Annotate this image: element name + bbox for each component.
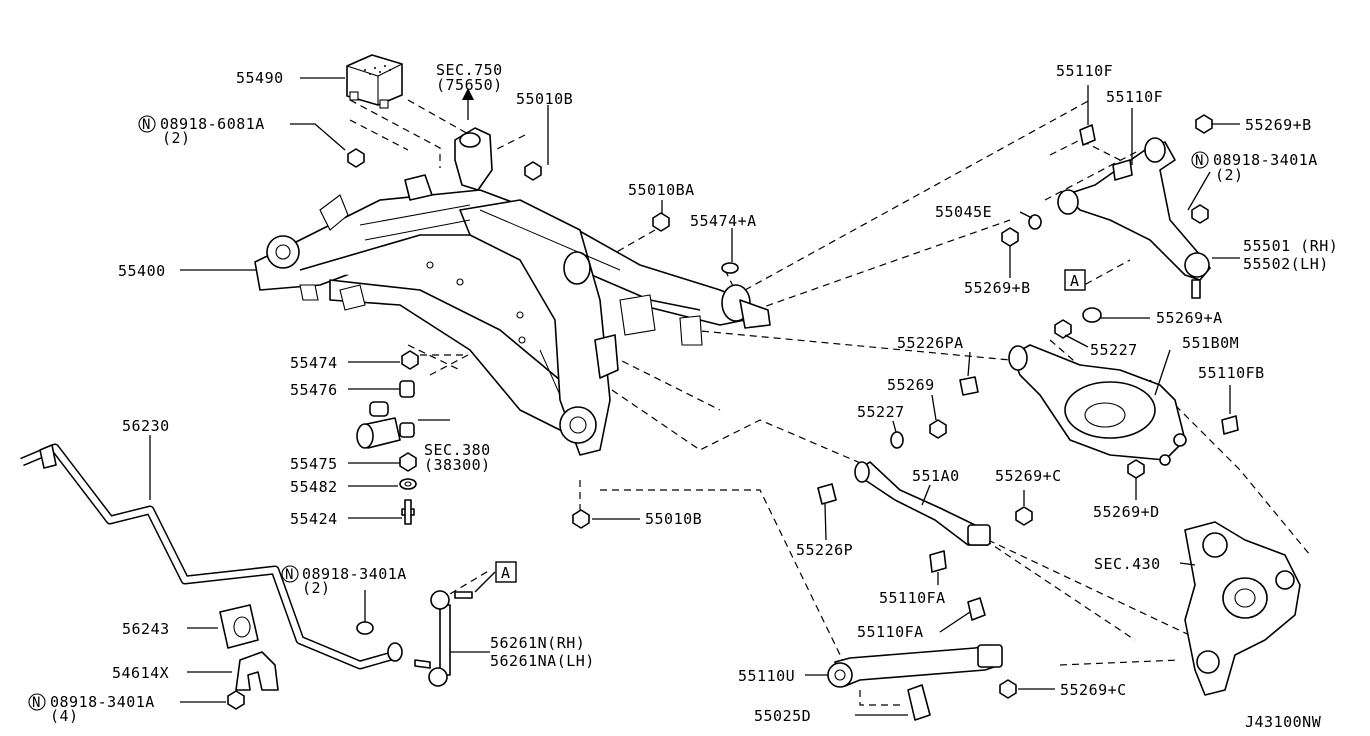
label-55400: 55400 [118,262,166,280]
ref-box-a-text: A [1070,272,1080,290]
label-55227-top: 55227 [1090,341,1138,359]
label-55475: 55475 [290,455,338,473]
label-55010b-bot: 55010B [645,510,702,528]
label-55474a: 55474+A [690,212,757,230]
n-marker-text: N [1195,153,1204,169]
label-55110f-1: 55110F [1056,62,1113,80]
lateral-link [817,461,1033,573]
label-55269c-bot: 55269+C [1060,681,1127,699]
label-56261n: 56261N(RH) [490,634,585,652]
label-55226pa: 55226PA [897,334,964,352]
label-55424: 55424 [290,510,338,528]
label-55502: 55502(LH) [1243,255,1329,273]
small-parts [227,54,739,710]
label-55476: 55476 [290,381,338,399]
label-08918-3401a-top: 08918-3401A [1213,151,1318,169]
callout-labels: 55490 SEC.750 (75650) 55010B 08918-6081A… [50,61,1338,731]
rear-knuckle [1184,521,1301,696]
label-55490: 55490 [236,69,284,87]
label-sec750-ref: (75650) [436,76,503,94]
label-08918-3401a-mid-qty: (2) [302,579,331,597]
label-08918-6081a: 08918-6081A [160,115,265,133]
n-marker-text: N [32,695,41,711]
ref-box-a-mid: A [495,561,517,583]
label-08918-3401a-bot: 08918-3401A [50,693,155,711]
label-55025d: 55025D [754,707,811,725]
label-sec750: SEC.750 [436,61,503,79]
diagram-id-code: J43100NW [1245,713,1322,731]
label-55269a: 55269+A [1156,309,1223,327]
label-sec380: SEC.380 [424,441,491,459]
label-55045e: 55045E [935,203,992,221]
label-55269c-top: 55269+C [995,467,1062,485]
label-55110u: 55110U [738,667,795,685]
n-marker-3401A-mid: N [281,565,299,583]
label-55269d: 55269+D [1093,503,1160,521]
upper-link [1001,114,1213,299]
label-sec430: SEC.430 [1094,555,1161,573]
label-sec380-ref: (38300) [424,456,491,474]
label-54614x: 54614X [112,664,169,682]
label-56230: 56230 [122,417,170,435]
ref-box-a-text: A [501,564,511,582]
label-55110f-2: 55110F [1106,88,1163,106]
toe-link [827,597,1017,721]
label-55110fa-2: 55110FA [857,623,924,641]
label-56243: 56243 [122,620,170,638]
label-08918-3401a-bot-qty: (4) [50,707,79,725]
label-08918-3401a-top-qty: (2) [1215,166,1244,184]
n-marker-6081A: N [138,115,156,133]
label-08918-6081a-qty: (2) [162,129,191,147]
n-marker-text: N [142,117,151,133]
label-55501: 55501 (RH) [1243,237,1338,255]
stabilizer-bar [20,443,473,691]
label-55110fb: 55110FB [1198,364,1265,382]
label-55010ba: 55010BA [628,181,695,199]
label-55269b-mid: 55269+B [964,279,1031,297]
label-55474: 55474 [290,354,338,372]
label-08918-3401a-mid: 08918-3401A [302,565,407,583]
label-56261na: 56261NA(LH) [490,652,595,670]
n-marker-text: N [285,567,294,583]
label-55227-mid: 55227 [857,403,905,421]
label-551a0: 551A0 [912,467,960,485]
n-marker-3401A-top: N [1191,151,1209,169]
label-551b0m: 551B0M [1182,334,1239,352]
label-55226p: 55226P [796,541,853,559]
label-55482: 55482 [290,478,338,496]
leader-lines [149,77,1240,716]
rear-subframe [254,127,771,456]
n-marker-3401A-bot: N [28,693,46,711]
label-55010b-top: 55010B [516,90,573,108]
label-55110fa-1: 55110FA [879,589,946,607]
lower-arm [890,307,1239,479]
ref-box-a-top: A [1064,269,1086,291]
label-55269b-top: 55269+B [1245,116,1312,134]
label-55269: 55269 [887,376,935,394]
